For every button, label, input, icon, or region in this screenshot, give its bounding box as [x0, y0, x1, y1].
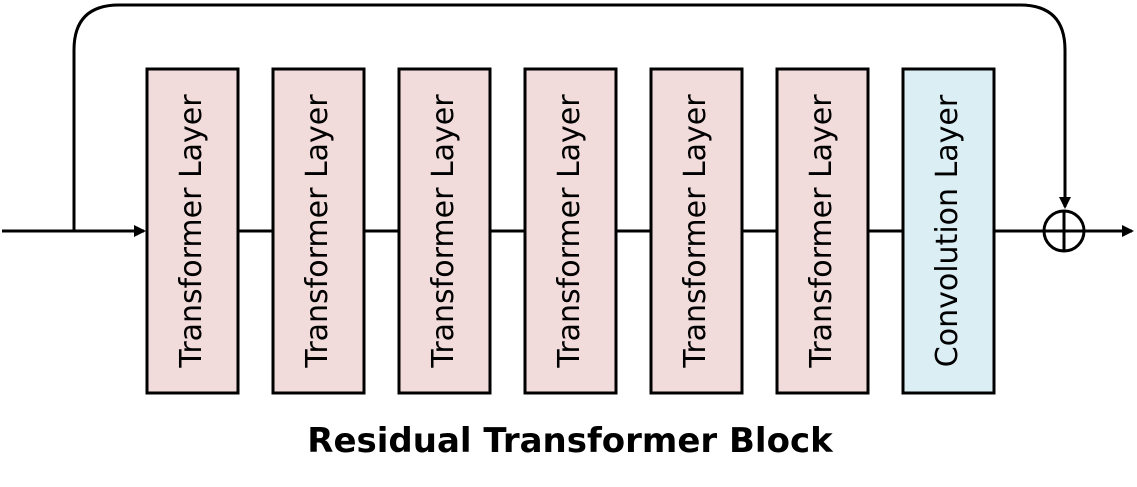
layer-block-4: Transformer Layer — [523, 67, 618, 395]
layer-block-7: Convolution Layer — [901, 67, 996, 395]
transformer-layer-box — [397, 67, 492, 395]
layer-block-3: Transformer Layer — [397, 67, 492, 395]
layer-label: Transformer Layer — [804, 94, 839, 369]
layer-label: Transformer Layer — [300, 94, 335, 369]
layer-block-2: Transformer Layer — [271, 67, 366, 395]
layer-label: Transformer Layer — [678, 94, 713, 369]
layer-label: Transformer Layer — [552, 94, 587, 369]
layer-label: Transformer Layer — [174, 94, 209, 369]
transformer-layer-box — [271, 67, 366, 395]
transformer-layer-box — [523, 67, 618, 395]
layer-label: Transformer Layer — [426, 94, 461, 369]
transformer-layer-box — [649, 67, 744, 395]
layer-block-6: Transformer Layer — [775, 67, 870, 395]
layer-block-5: Transformer Layer — [649, 67, 744, 395]
transformer-layer-box — [775, 67, 870, 395]
layer-label: Convolution Layer — [930, 94, 965, 367]
layer-block-1: Transformer Layer — [145, 67, 240, 395]
convolution-layer-box — [901, 67, 996, 395]
transformer-layer-box — [145, 67, 240, 395]
diagram-caption: Residual Transformer Block — [307, 421, 834, 461]
skip-connection-arrow — [72, 3, 1071, 231]
sum-node-icon — [1042, 209, 1086, 253]
